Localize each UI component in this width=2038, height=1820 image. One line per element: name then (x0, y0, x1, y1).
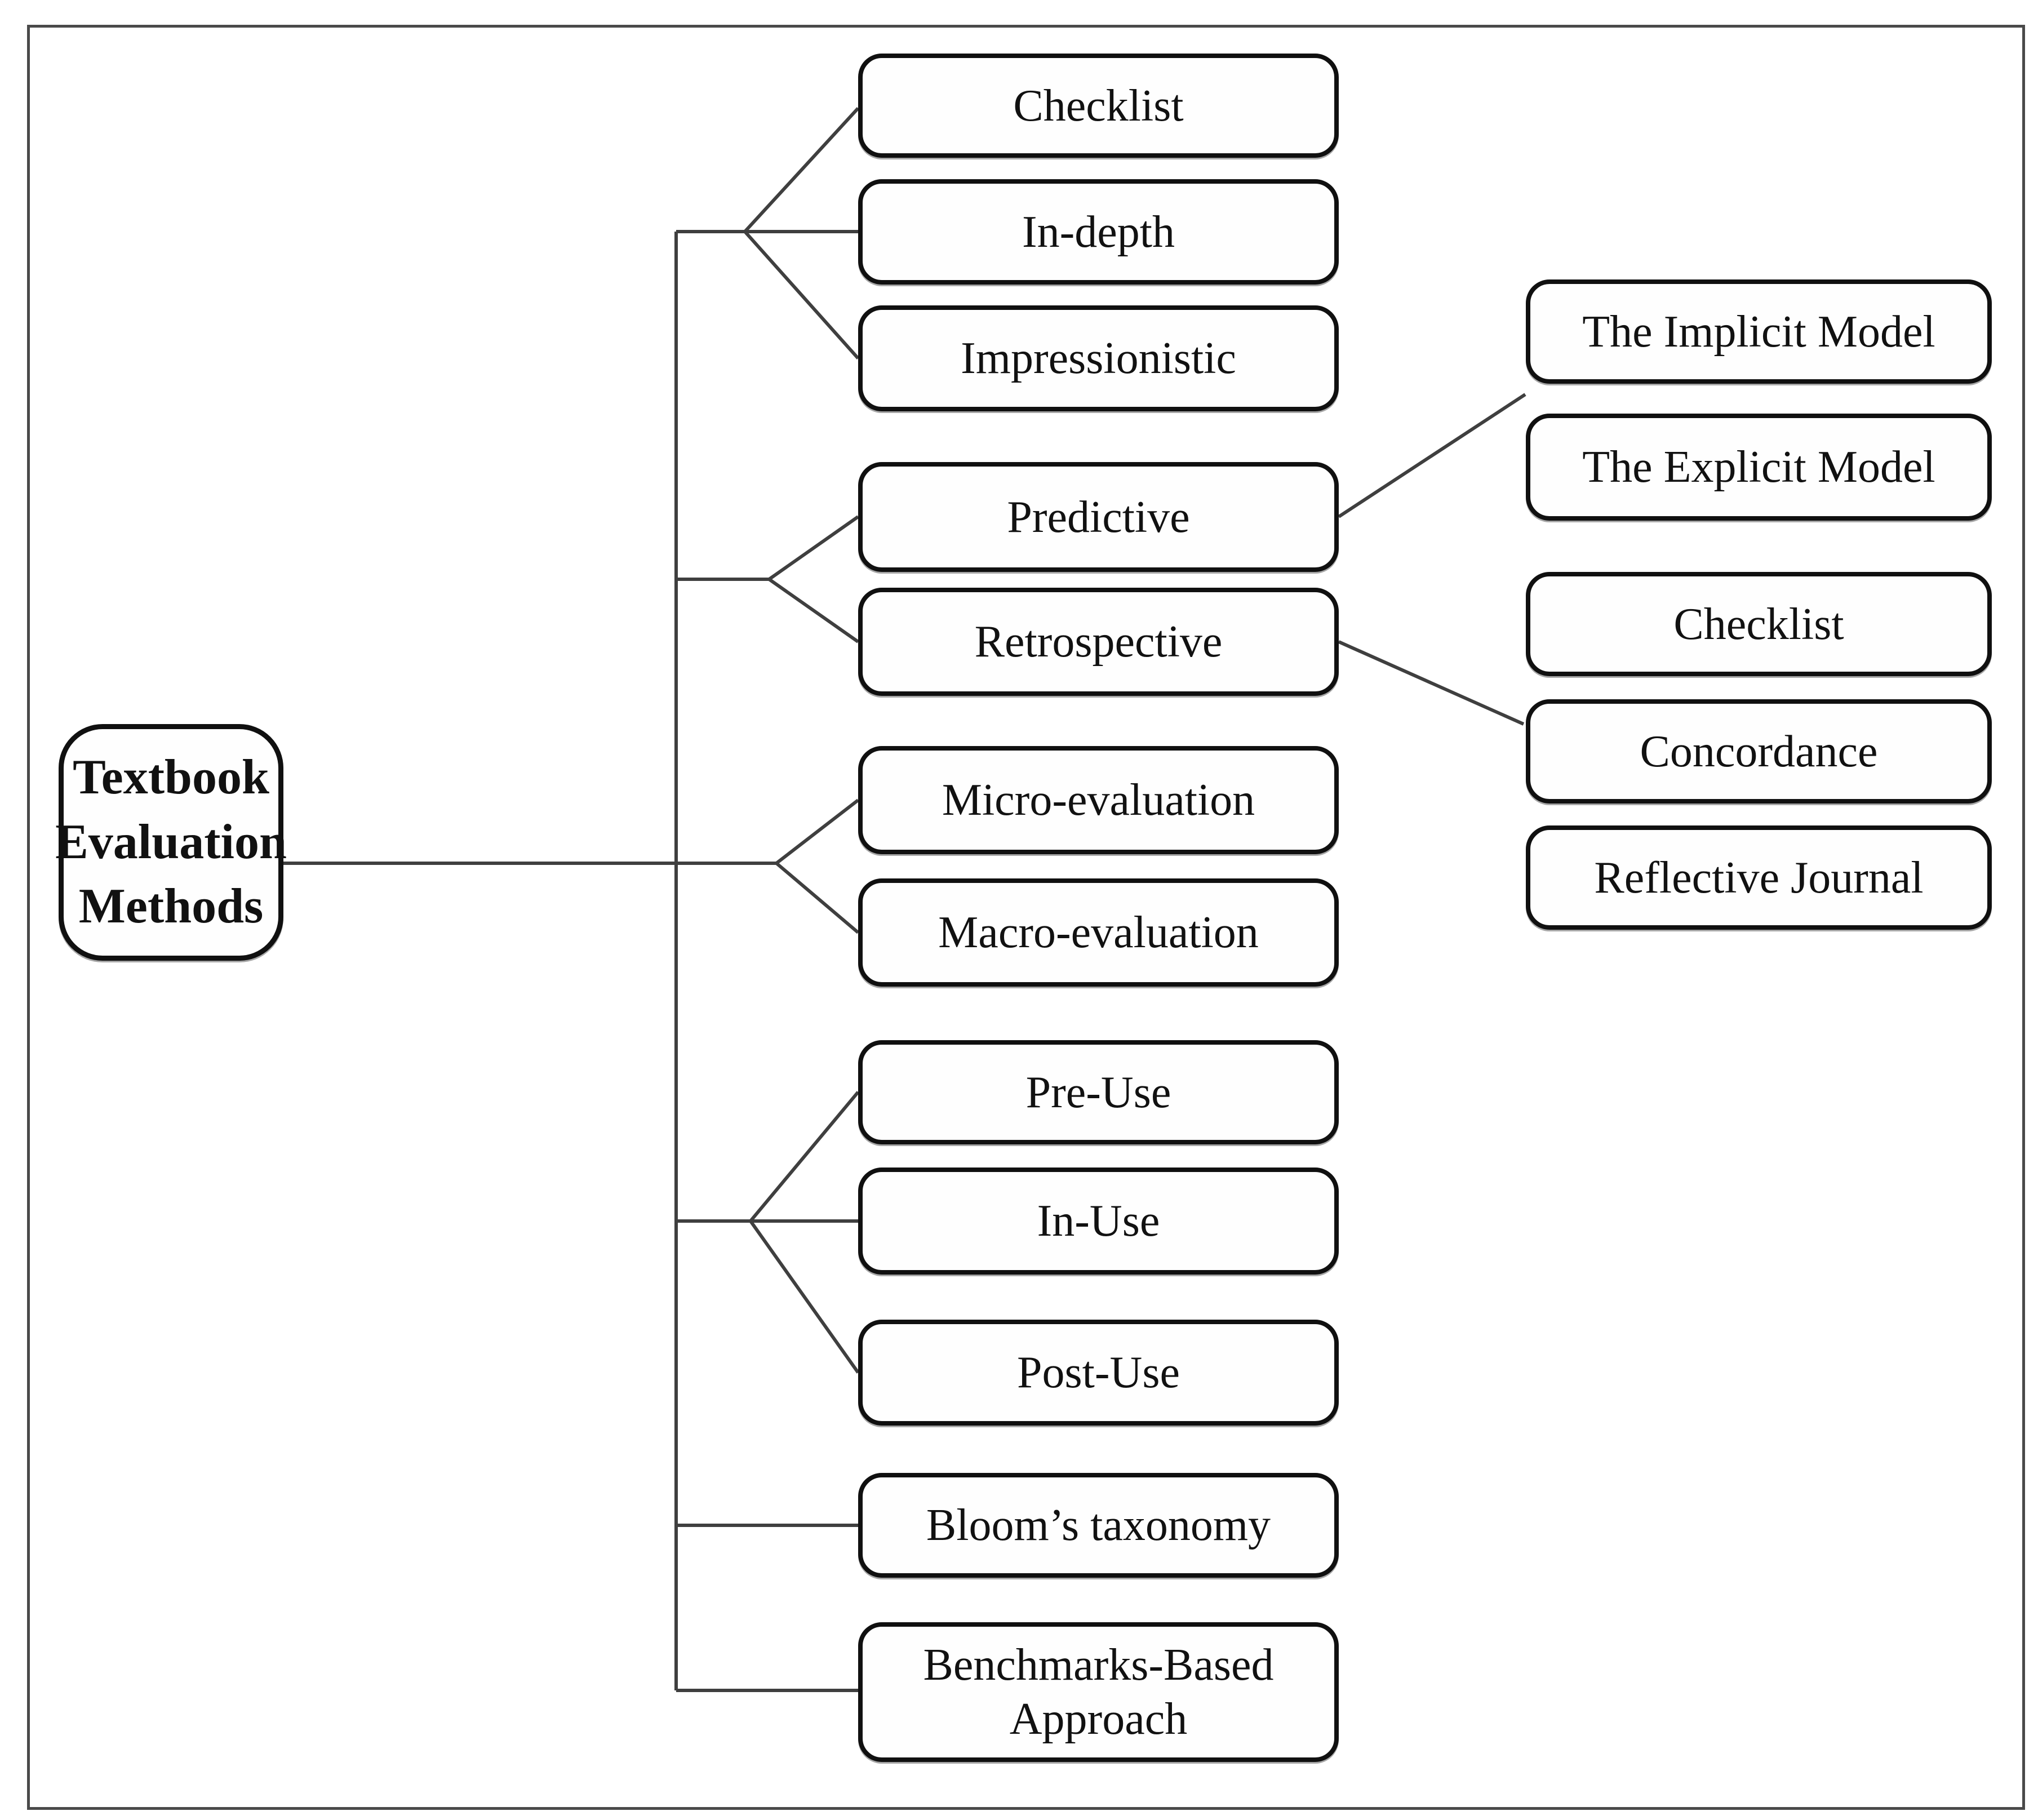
node-the-explicit-model: The Explicit Model (1526, 414, 1992, 521)
node-checklist-retrospective: Checklist (1526, 572, 1992, 676)
node-pre-use: Pre-Use (858, 1040, 1339, 1144)
node-macro-evaluation: Macro-evaluation (858, 878, 1339, 987)
figure-border (27, 25, 2025, 1810)
node-textbook-evaluation-methods: Textbook Evaluation Methods (55, 724, 287, 961)
node-concordance: Concordance (1526, 699, 1992, 804)
node-retrospective: Retrospective (858, 588, 1339, 696)
node-impressionistic: Impressionistic (858, 305, 1339, 411)
node-blooms-taxonomy: Bloom’s taxonomy (858, 1473, 1339, 1578)
node-micro-evaluation: Micro-evaluation (858, 746, 1339, 854)
node-post-use: Post-Use (858, 1320, 1339, 1426)
node-reflective-journal: Reflective Journal (1526, 825, 1992, 930)
node-benchmarks-based-approach: Benchmarks-Based Approach (858, 1622, 1339, 1762)
node-the-implicit-model: The Implicit Model (1526, 279, 1992, 384)
node-predictive: Predictive (858, 462, 1339, 572)
node-in-depth: In-depth (858, 179, 1339, 285)
node-checklist: Checklist (858, 54, 1339, 158)
node-in-use: In-Use (858, 1168, 1339, 1275)
